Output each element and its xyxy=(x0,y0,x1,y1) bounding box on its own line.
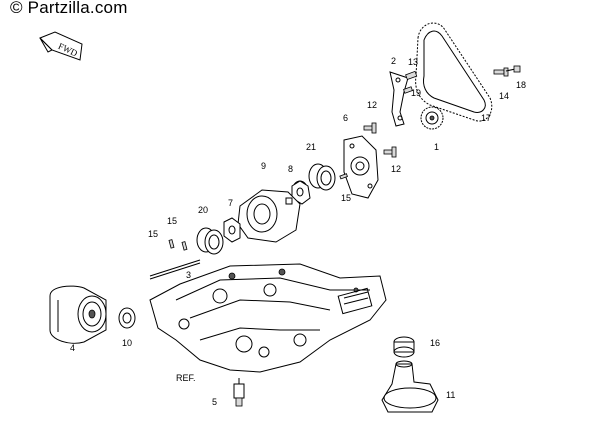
callout-15-left: 15 xyxy=(148,229,159,239)
crankcase xyxy=(149,263,387,373)
bolt-18 xyxy=(505,65,521,73)
rotor-21 xyxy=(308,163,336,191)
callout-1: 1 xyxy=(434,142,440,152)
oil-filter xyxy=(49,285,107,344)
callout-12-upper: 12 xyxy=(367,100,378,110)
callout-4: 4 xyxy=(70,343,76,353)
dowel-15-left-b xyxy=(181,241,188,251)
dowel-15-left-a xyxy=(168,239,175,249)
callout-7: 7 xyxy=(228,198,234,208)
callout-19: 19 xyxy=(411,88,422,98)
chain-guide xyxy=(389,71,409,127)
pump-shaft xyxy=(149,259,201,280)
callout-17: 17 xyxy=(481,113,492,123)
timing-chain xyxy=(415,22,493,122)
callout-10: 10 xyxy=(122,338,133,348)
callout-21: 21 xyxy=(306,142,317,152)
rotor-20 xyxy=(196,227,224,255)
callout-16: 16 xyxy=(430,338,441,348)
callout-3: 3 xyxy=(186,270,192,280)
ref-label: REF. xyxy=(176,373,196,383)
pressure-switch xyxy=(233,378,245,407)
sprocket xyxy=(420,106,444,130)
callout-15-mid: 15 xyxy=(167,216,178,226)
oil-strainer xyxy=(381,360,439,413)
callout-6: 6 xyxy=(343,113,349,123)
dowel-15-right xyxy=(339,173,348,180)
callout-15-right: 15 xyxy=(341,193,352,203)
oil-pump-body xyxy=(237,189,301,243)
watermark-text: © Partzilla.com xyxy=(10,0,128,17)
fwd-arrow: FWD xyxy=(39,31,83,61)
callout-5: 5 xyxy=(212,397,218,407)
bolt-19 xyxy=(403,86,413,94)
strainer-cap xyxy=(393,336,415,358)
bolt-12-upper xyxy=(363,122,377,134)
pump-cover xyxy=(343,135,379,199)
callout-9: 9 xyxy=(261,161,267,171)
callout-18: 18 xyxy=(516,80,527,90)
callout-11: 11 xyxy=(446,390,456,400)
bolt-12-lower xyxy=(383,146,397,158)
filter-fitting xyxy=(118,307,136,329)
callout-2: 2 xyxy=(391,56,397,66)
callout-12-lower: 12 xyxy=(391,164,402,174)
callout-8: 8 xyxy=(288,164,294,174)
bolt-14 xyxy=(493,67,509,77)
bolt-13 xyxy=(405,70,418,81)
callout-14: 14 xyxy=(499,91,510,101)
rotor-8 xyxy=(291,180,311,205)
rotor-7 xyxy=(223,217,241,243)
callout-13: 13 xyxy=(408,57,419,67)
callout-20: 20 xyxy=(198,205,209,215)
